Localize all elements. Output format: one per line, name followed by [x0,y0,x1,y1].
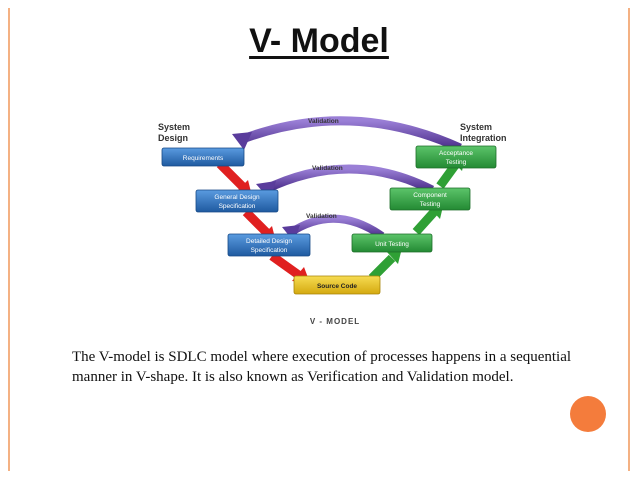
box-general-design: General Design Specification [195,189,279,213]
box-source-code-label: Source Code [317,283,357,290]
box-detailed-design: Detailed Design Specification [227,233,311,257]
validation-label-inner: Validation [306,213,337,220]
box-requirements-label: Requirements [183,155,224,162]
box-detailed-design-line-2: Specification [251,247,288,254]
v-model-diagram: System Design System Integration Validat… [158,116,507,326]
box-unit-testing-label: Unit Testing [375,241,409,248]
slide-description: The V-model is SDLC model where executio… [72,349,572,385]
diagram-caption: V - MODEL [310,317,360,326]
green-arrow-1 [368,248,402,282]
box-general-design-line-1: General Design [214,194,260,201]
box-component-testing: Component Testing [389,187,471,211]
validation-label-outer: Validation [308,118,339,125]
right-label-line-1: System [460,122,492,132]
box-component-testing-line-2: Testing [420,201,441,208]
box-acceptance-testing-line-1: Acceptance [439,150,473,157]
validation-label-middle: Validation [312,165,343,172]
box-detailed-design-line-1: Detailed Design [246,238,292,245]
box-general-design-line-2: Specification [219,203,256,210]
right-label-line-2: Integration [460,133,507,143]
slide-title: V- Model [0,22,638,61]
box-acceptance-testing: Acceptance Testing [415,145,497,169]
left-label-line-1: System [158,122,190,132]
box-unit-testing: Unit Testing [351,233,433,253]
box-source-code: Source Code [293,275,381,295]
decorative-circle [570,396,606,432]
box-acceptance-testing-line-2: Testing [446,159,467,166]
validation-arrow-outer [232,116,462,153]
left-label-line-2: Design [158,133,188,143]
box-requirements: Requirements [161,147,245,167]
slide-title-text: V- Model [249,22,389,60]
box-component-testing-line-1: Component [413,192,447,199]
